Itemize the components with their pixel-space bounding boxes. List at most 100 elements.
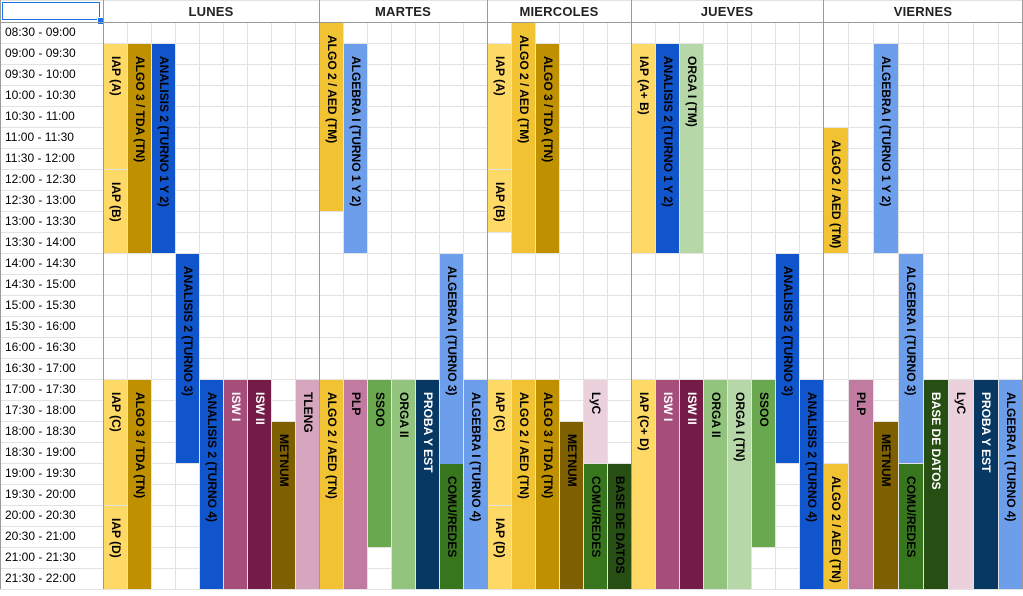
class-block[interactable]: ALGO 2 / AED (TM) bbox=[824, 128, 848, 253]
grid-col-line bbox=[391, 22, 392, 589]
class-block[interactable]: ALGO 2 / AED (TM) bbox=[512, 23, 535, 253]
class-block[interactable]: IAP (C) bbox=[104, 380, 127, 505]
class-block[interactable]: ALGO 3 / TDA (TN) bbox=[128, 380, 151, 589]
class-block-label: ALGEBRA I (TURNO 3) bbox=[904, 266, 918, 396]
grid-col-line bbox=[948, 22, 949, 589]
day-separator-line bbox=[319, 0, 320, 589]
grid-col-line bbox=[175, 22, 176, 589]
name-box[interactable] bbox=[2, 2, 100, 20]
class-block[interactable]: ORGA I (TM) bbox=[680, 44, 703, 253]
class-block[interactable]: ALGO 2 / AED (TN) bbox=[824, 464, 848, 589]
class-block[interactable]: ALGO 3 / TDA (TN) bbox=[536, 380, 559, 589]
grid-col-line bbox=[247, 22, 248, 589]
grid-row-line bbox=[0, 106, 1023, 107]
class-block[interactable]: METNUM bbox=[272, 422, 295, 589]
class-block[interactable]: ALGEBRA I (TURNO 1 Y 2) bbox=[874, 44, 898, 253]
grid-col-line bbox=[223, 22, 224, 589]
class-block-label: IAP (B) bbox=[492, 182, 507, 222]
class-block[interactable]: ISW II bbox=[248, 380, 271, 589]
class-block[interactable]: IAP (D) bbox=[488, 506, 511, 589]
class-block[interactable]: IAP (A) bbox=[488, 44, 511, 169]
class-block-label: IAP (D) bbox=[492, 518, 507, 558]
grid-col-line bbox=[679, 22, 680, 589]
class-block[interactable]: METNUM bbox=[874, 422, 898, 589]
grid-row-line bbox=[0, 442, 1023, 443]
class-block[interactable]: ALGO 2 / AED (TN) bbox=[320, 380, 343, 589]
grid-col-line bbox=[751, 22, 752, 589]
class-block[interactable]: PROBA Y EST bbox=[416, 380, 439, 589]
grid-col-line bbox=[151, 22, 152, 589]
grid-col-line bbox=[973, 22, 974, 589]
class-block[interactable]: IAP (A+ B) bbox=[632, 44, 655, 253]
class-block-label: ANALISIS 2 (TURNO 3) bbox=[780, 266, 795, 397]
class-block[interactable]: IAP (B) bbox=[488, 170, 511, 232]
class-block[interactable]: ANALISIS 2 (TURNO 3) bbox=[776, 254, 799, 463]
class-block[interactable]: ALGO 3 / TDA (TN) bbox=[128, 44, 151, 253]
class-block[interactable]: SSOO bbox=[752, 380, 775, 547]
class-block[interactable]: ANALISIS 2 (TURNO 3) bbox=[176, 254, 199, 463]
class-block[interactable]: ALGEBRA I (TURNO 3) bbox=[899, 254, 923, 463]
time-slot-label: 13:30 - 14:00 bbox=[5, 235, 76, 249]
class-block[interactable]: BASE DE DATOS bbox=[608, 464, 631, 589]
class-block[interactable]: PLP bbox=[849, 380, 873, 589]
time-slot-label: 10:00 - 10:30 bbox=[5, 88, 76, 102]
class-block[interactable]: ISW II bbox=[680, 380, 703, 589]
time-slot-label: 19:30 - 20:00 bbox=[5, 487, 76, 501]
class-block[interactable]: IAP (C+ D) bbox=[632, 380, 655, 589]
class-block[interactable]: ALGO 2 / AED (TM) bbox=[320, 23, 343, 211]
class-block[interactable]: IAP (D) bbox=[104, 506, 127, 589]
class-block[interactable]: SSOO bbox=[368, 380, 391, 547]
class-block[interactable]: ORGA I (TN) bbox=[728, 380, 751, 589]
class-block[interactable]: PROBA Y EST bbox=[974, 380, 998, 589]
day-separator-line bbox=[0, 22, 1023, 23]
class-block[interactable]: IAP (C) bbox=[488, 380, 511, 505]
class-block[interactable]: IAP (A) bbox=[104, 44, 127, 169]
class-block[interactable]: COMU/REDES bbox=[440, 464, 463, 589]
class-block[interactable]: ALGO 2 / AED (TN) bbox=[512, 380, 535, 589]
class-block[interactable]: ISW I bbox=[656, 380, 679, 589]
class-block[interactable]: ANALISIS 2 (TURNO 4) bbox=[800, 380, 823, 589]
fill-handle[interactable] bbox=[97, 17, 105, 25]
class-block-label: METNUM bbox=[564, 434, 579, 487]
grid-row-line bbox=[0, 400, 1023, 401]
class-block[interactable]: ALGEBRA I (TURNO 1 Y 2) bbox=[344, 44, 367, 253]
class-block[interactable]: LyC bbox=[584, 380, 607, 463]
day-header-miercoles: MIERCOLES bbox=[519, 4, 599, 19]
class-block[interactable]: ANALISIS 2 (TURNO 1 Y 2) bbox=[656, 44, 679, 253]
class-block-label: ALGO 3 / TDA (TN) bbox=[132, 392, 147, 499]
class-block-label: ALGO 2 / AED (TN) bbox=[324, 392, 339, 499]
grid-col-line bbox=[343, 22, 344, 589]
class-block-label: PLP bbox=[348, 392, 363, 416]
class-block[interactable]: ANALISIS 2 (TURNO 1 Y 2) bbox=[152, 44, 175, 253]
class-block[interactable]: LyC bbox=[949, 380, 973, 589]
class-block[interactable]: METNUM bbox=[560, 422, 583, 589]
class-block[interactable]: ORGA II bbox=[392, 380, 415, 589]
class-block[interactable]: ISW I bbox=[224, 380, 247, 589]
grid-row-line bbox=[0, 169, 1023, 170]
grid-row-line bbox=[0, 589, 1023, 590]
grid-row-line bbox=[0, 43, 1023, 44]
class-block[interactable]: ANALISIS 2 (TURNO 4) bbox=[200, 380, 223, 589]
class-block[interactable]: PLP bbox=[344, 380, 367, 589]
class-block[interactable]: BASE DE DATOS bbox=[924, 380, 948, 589]
class-block-label: IAP (C+ D) bbox=[636, 392, 651, 451]
time-slot-label: 12:00 - 12:30 bbox=[5, 172, 76, 186]
class-block[interactable]: IAP (B) bbox=[104, 170, 127, 253]
class-block[interactable]: ORGA II bbox=[704, 380, 727, 589]
grid-row-line bbox=[0, 568, 1023, 569]
class-block[interactable]: ALGO 3 / TDA (TN) bbox=[536, 44, 559, 253]
class-block-label: ALGEBRA I (TURNO 4) bbox=[468, 392, 483, 522]
grid-col-line bbox=[271, 22, 272, 589]
class-block[interactable]: ALGEBRA I (TURNO 4) bbox=[464, 380, 487, 589]
class-block-label: LyC bbox=[954, 392, 968, 415]
grid-row-line bbox=[0, 295, 1023, 296]
class-block-label: IAP (A+ B) bbox=[636, 56, 651, 115]
time-slot-label: 18:30 - 19:00 bbox=[5, 445, 76, 459]
class-block[interactable]: TLENG bbox=[296, 380, 319, 589]
time-slot-label: 21:30 - 22:00 bbox=[5, 571, 76, 585]
grid-row-line bbox=[0, 547, 1023, 548]
class-block[interactable]: ALGEBRA I (TURNO 4) bbox=[999, 380, 1023, 589]
class-block[interactable]: COMU/REDES bbox=[584, 464, 607, 589]
class-block[interactable]: COMU/REDES bbox=[899, 464, 923, 589]
grid-col-line bbox=[775, 22, 776, 589]
